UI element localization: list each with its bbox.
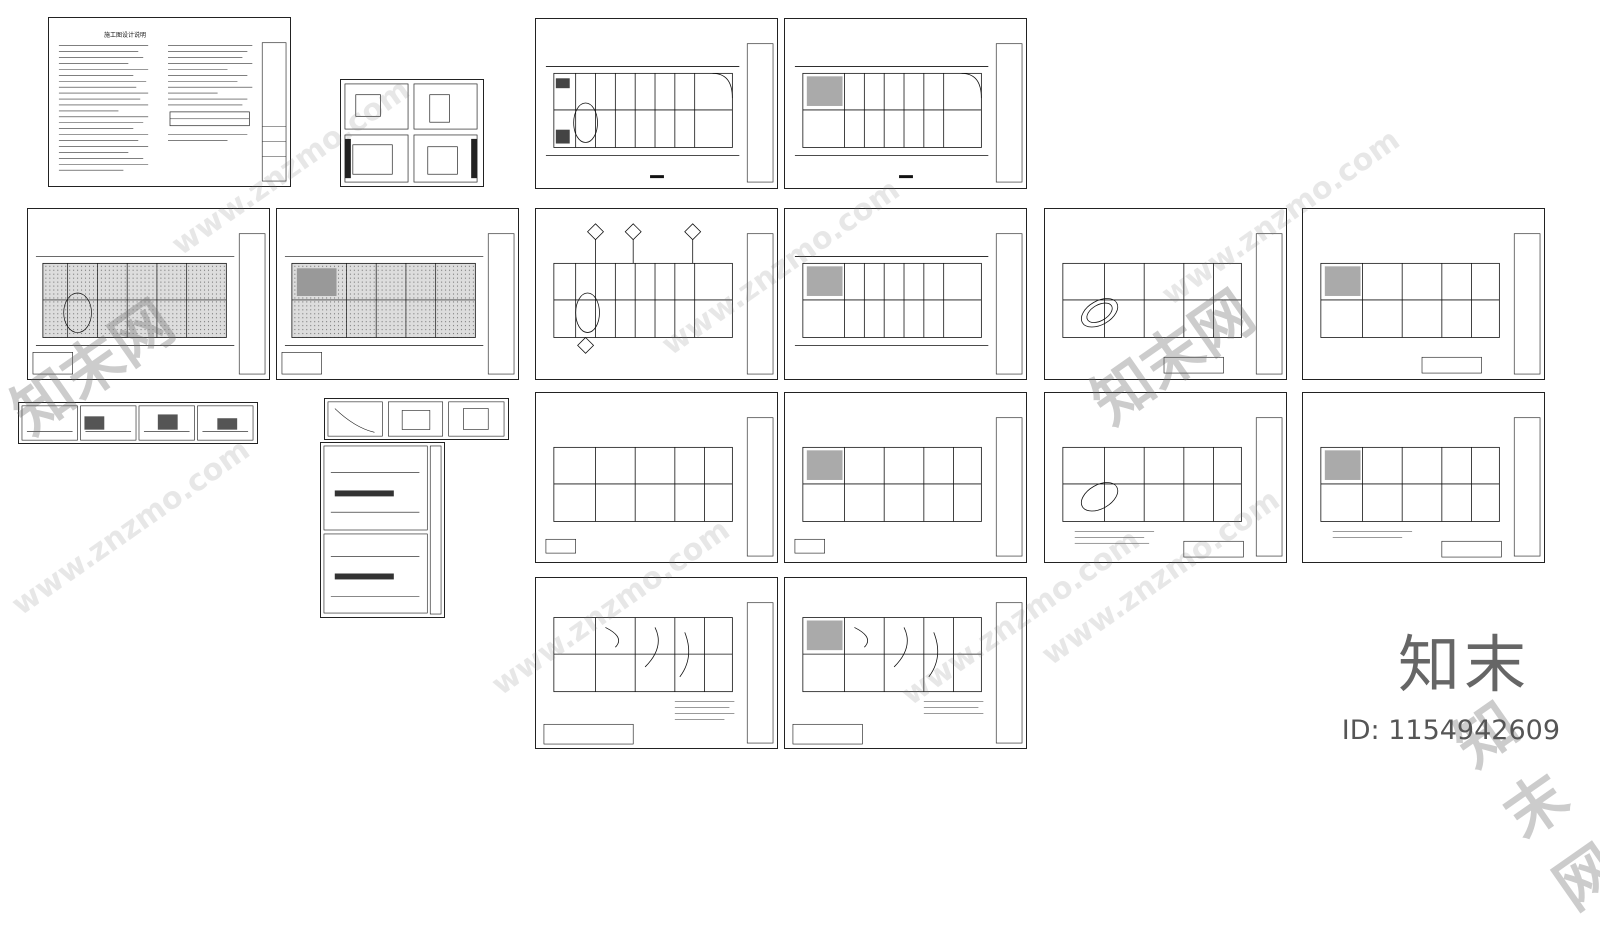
drawing-sheet-plan-7[interactable] [535,392,778,563]
drawing-sheet-plan-1[interactable] [535,18,778,189]
drawing-sheet-details-small[interactable] [340,79,484,187]
drawing-sheet-electrical-2[interactable] [784,577,1027,749]
drawing-sheet-plan-8[interactable] [784,392,1027,563]
electrical-plan [792,602,1023,745]
drawing-sheet-ceiling-2[interactable] [1302,208,1545,380]
detail-drawings [344,83,478,183]
detail-drawings [327,401,505,437]
notes-lines [58,42,287,182]
drawing-sheet-ceiling-1[interactable] [1044,208,1287,380]
drawing-sheet-notes[interactable]: 施工图设计说明 [48,17,291,187]
drawing-sheet-elevations-large[interactable] [320,442,445,618]
floor-plan [545,417,774,557]
drawing-sheet-plan-4[interactable] [276,208,519,380]
drawing-sheet-electrical-1[interactable] [535,577,778,749]
drawing-sheet-ceiling-3[interactable] [1044,392,1287,563]
watermark-url: www.znzmo.com [5,432,257,623]
ceiling-plan [1062,233,1283,375]
drawing-sheet-plan-5[interactable] [535,208,778,380]
elevation-drawings [323,445,442,615]
sheet-title: 施工图设计说明 [104,32,147,39]
floor-plan-hatched [281,233,515,375]
drawing-sheet-ceiling-4[interactable] [1302,392,1545,563]
ceiling-plan [1062,417,1283,558]
ceiling-plan [1320,233,1541,375]
drawing-sheet-plan-2[interactable] [784,18,1027,189]
drawing-sheet-plan-6[interactable] [784,208,1027,380]
asset-id: ID: 1154942609 [1341,715,1560,746]
drawing-sheet-plan-3[interactable] [27,208,270,380]
floor-plan [794,417,1023,557]
floor-plan [545,43,774,183]
floor-plan-hatched [32,233,266,375]
floor-plan-lighting [553,223,774,375]
brand-logo: 知末 [1397,628,1530,701]
drawing-sheet-elevation-strip[interactable] [18,402,258,444]
electrical-plan [543,602,774,745]
ceiling-plan [1320,417,1541,558]
floor-plan [794,43,1023,183]
floor-plan [794,233,1023,375]
elevation-drawings [21,405,254,441]
drawing-sheet-details-2[interactable] [324,398,509,440]
